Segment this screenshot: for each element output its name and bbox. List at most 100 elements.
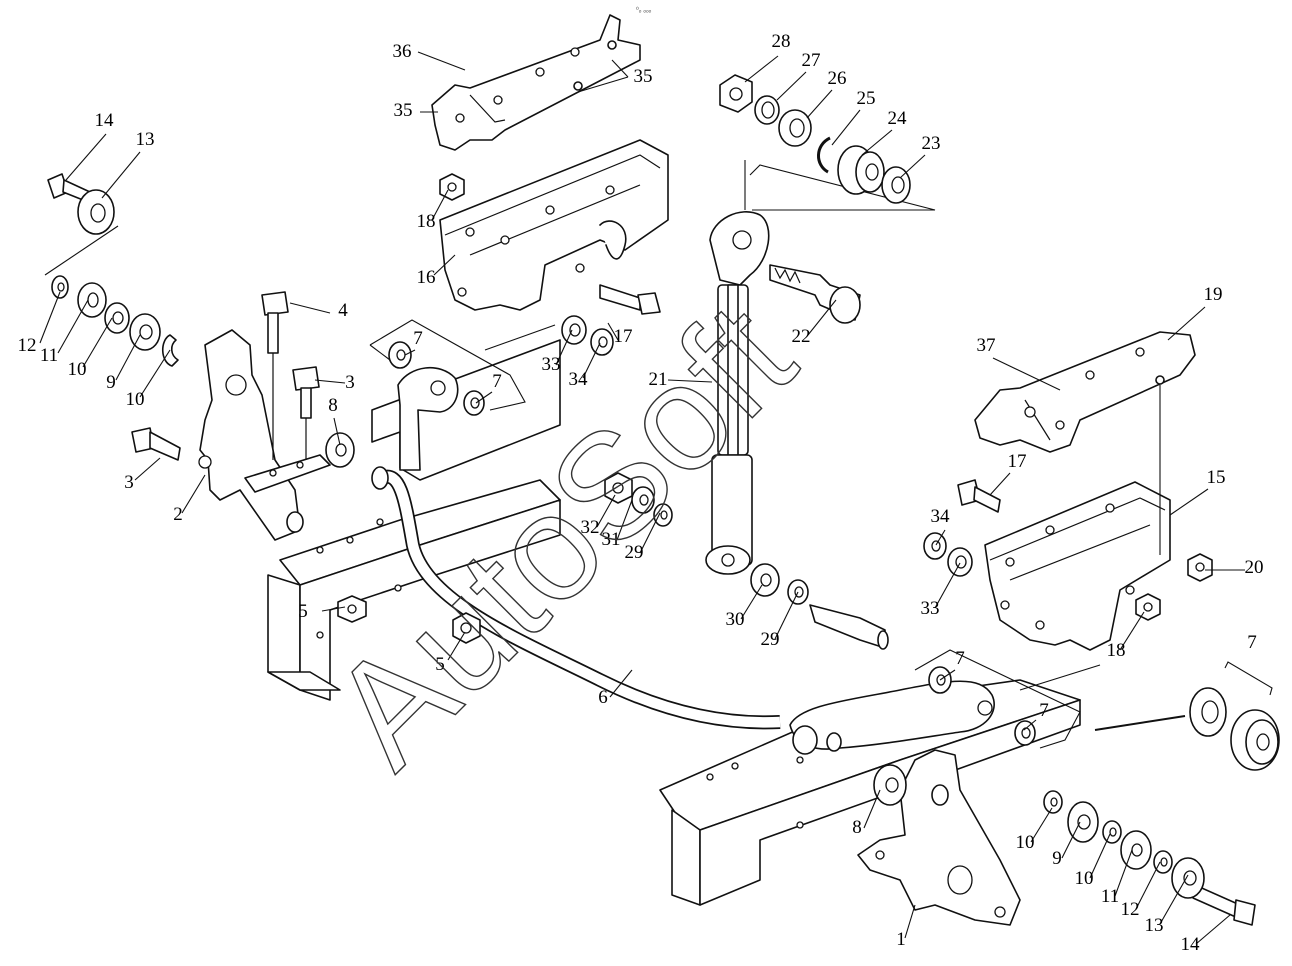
washer-12a bbox=[51, 275, 69, 299]
washer-7b bbox=[463, 390, 485, 416]
leader-line bbox=[863, 789, 881, 829]
callout-6: 6 bbox=[598, 687, 608, 708]
leader-line bbox=[1169, 488, 1209, 516]
nut-18a bbox=[439, 173, 465, 201]
callout-7: 7 bbox=[413, 328, 423, 349]
washer-10c bbox=[1043, 790, 1063, 814]
cab-mount-right bbox=[984, 481, 1171, 651]
lock-plate-upper bbox=[431, 14, 641, 151]
callout-9: 9 bbox=[1052, 848, 1062, 869]
bushing-24 bbox=[837, 145, 885, 195]
nut-28 bbox=[719, 74, 753, 113]
leader-line bbox=[744, 55, 779, 83]
pin-lower bbox=[809, 604, 889, 650]
callout-31: 31 bbox=[602, 529, 621, 550]
callout-36: 36 bbox=[393, 41, 412, 62]
leader-line bbox=[431, 189, 449, 221]
bolt-14-bottom bbox=[1192, 884, 1256, 926]
callout-14: 14 bbox=[1181, 934, 1201, 955]
callout-28: 28 bbox=[772, 31, 791, 52]
callout-8: 8 bbox=[852, 817, 862, 838]
link-arm-lower bbox=[789, 680, 995, 755]
leader-line bbox=[134, 457, 161, 481]
callout-9: 9 bbox=[106, 372, 116, 393]
callout-32: 32 bbox=[581, 517, 600, 538]
callout-18: 18 bbox=[417, 211, 436, 232]
callout-15: 15 bbox=[1207, 467, 1226, 488]
callout-24: 24 bbox=[888, 108, 908, 129]
ring-25 bbox=[817, 136, 831, 174]
leader-line bbox=[1030, 807, 1053, 843]
callout-21: 21 bbox=[649, 369, 668, 390]
leader-line bbox=[992, 357, 1061, 391]
assembly-outline bbox=[369, 160, 1161, 749]
leader-line bbox=[582, 342, 601, 379]
bolt-4 bbox=[261, 291, 289, 460]
leader-line bbox=[101, 151, 141, 199]
callout-3: 3 bbox=[124, 472, 134, 493]
bolt-17-left bbox=[599, 284, 661, 315]
callout-22: 22 bbox=[792, 326, 811, 347]
leader-line bbox=[82, 317, 113, 368]
leader-line bbox=[989, 472, 1011, 496]
callout-10: 10 bbox=[68, 359, 87, 380]
leader-line bbox=[1089, 833, 1111, 879]
washer-27 bbox=[754, 95, 780, 125]
leader-line bbox=[1167, 306, 1206, 341]
leader-line bbox=[831, 109, 861, 146]
callout-7: 7 bbox=[955, 648, 965, 669]
image-ref: ⁰ₒ ₒₒₒ bbox=[636, 6, 652, 14]
callout-10: 10 bbox=[126, 389, 145, 410]
leader-lines bbox=[39, 51, 1245, 945]
leader-line bbox=[904, 904, 916, 939]
bolt-17-right bbox=[957, 479, 1001, 513]
nut-18b bbox=[1135, 593, 1161, 621]
callout-1: 1 bbox=[896, 929, 906, 950]
callout-13: 13 bbox=[136, 129, 155, 150]
callout-8: 8 bbox=[328, 395, 338, 416]
callout-7: 7 bbox=[492, 371, 502, 392]
nut-32 bbox=[604, 472, 633, 504]
callout-7: 7 bbox=[1039, 700, 1049, 721]
washer-8b bbox=[873, 764, 907, 806]
callout-12: 12 bbox=[18, 335, 37, 356]
callout-11: 11 bbox=[40, 345, 58, 366]
callout-13: 13 bbox=[1145, 915, 1164, 936]
callout-33: 33 bbox=[542, 354, 561, 375]
leader-line bbox=[861, 129, 893, 156]
washer-34a bbox=[590, 328, 614, 356]
leader-line bbox=[806, 89, 833, 119]
stabilizer-bar bbox=[371, 466, 781, 730]
callout-14: 14 bbox=[95, 110, 115, 131]
washer-10a bbox=[104, 302, 130, 334]
nut-5b bbox=[452, 612, 481, 644]
callout-27: 27 bbox=[802, 50, 821, 71]
callout-3: 3 bbox=[345, 372, 355, 393]
callout-26: 26 bbox=[828, 68, 847, 89]
leader-line bbox=[555, 329, 573, 366]
bushing-23 bbox=[881, 166, 911, 204]
callout-10: 10 bbox=[1075, 868, 1094, 889]
callout-10: 10 bbox=[1016, 832, 1035, 853]
callout-18: 18 bbox=[1107, 640, 1126, 661]
leader-line bbox=[616, 499, 633, 541]
leader-line bbox=[1135, 861, 1161, 910]
callout-20: 20 bbox=[1245, 557, 1264, 578]
leader-line bbox=[1061, 821, 1081, 859]
leader-line bbox=[333, 417, 341, 446]
leader-line bbox=[139, 349, 171, 398]
leader-line bbox=[935, 529, 946, 546]
leader-line bbox=[596, 494, 616, 528]
bushing-33a bbox=[561, 315, 587, 345]
leader-line bbox=[404, 349, 416, 356]
washer-26 bbox=[778, 109, 812, 147]
washer-34b bbox=[923, 532, 947, 560]
washer-10b bbox=[161, 334, 179, 367]
callout-16: 16 bbox=[417, 267, 436, 288]
leader-line bbox=[1195, 914, 1231, 945]
callout-29: 29 bbox=[625, 542, 644, 563]
callout-5: 5 bbox=[298, 601, 308, 622]
callout-19: 19 bbox=[1204, 284, 1223, 305]
